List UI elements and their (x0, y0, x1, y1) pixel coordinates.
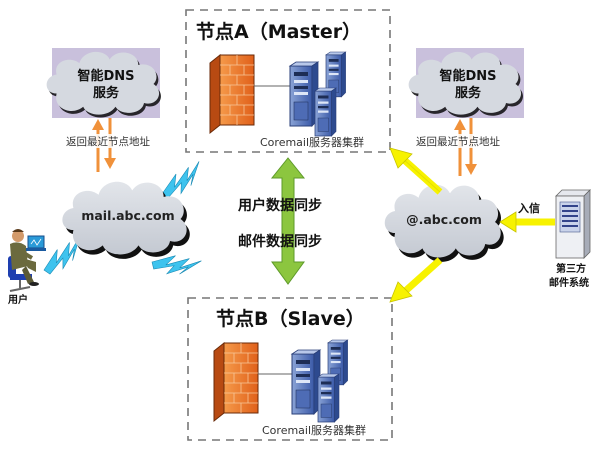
dns-label-line2: 服务 (455, 85, 482, 101)
yellow-arrow-inbound-icon (499, 211, 555, 233)
server-icon (289, 61, 319, 127)
sync-label-mail-data: 邮件数据同步 (238, 233, 322, 250)
node-b-slave: 节点B（Slave） Coremail服务器集群 (187, 297, 393, 441)
dns-label-line1: 智能DNS (439, 68, 496, 84)
user-person-icon (8, 229, 39, 292)
sync-label-user-data: 用户数据同步 (238, 197, 322, 214)
server-icon (317, 373, 340, 423)
cloud-label: mail.abc.com (81, 208, 174, 223)
cloud-mx-abc-com: @.abc.com (384, 184, 504, 262)
server-icon (291, 349, 321, 415)
firewall-icon (209, 54, 255, 134)
dns-service-left: 智能DNS 服务 返回最近节点地址 (46, 48, 161, 172)
laptop-icon (26, 235, 46, 251)
cloud-label: @.abc.com (406, 212, 482, 227)
yellow-arrow-to-master-icon (389, 147, 443, 195)
yellow-arrow-to-slave-icon (389, 257, 443, 303)
return-address-label: 返回最近节点地址 (66, 135, 150, 148)
inbound-mail-label: 入信 (518, 201, 540, 215)
firewall-icon (213, 342, 259, 422)
dns-label-line1: 智能DNS (77, 68, 134, 84)
node-b-dashed-border (187, 297, 393, 441)
node-a-cluster-label: Coremail服务器集群 (260, 135, 364, 149)
node-a-master: 节点A（Master） Coremail服务器集群 (185, 9, 391, 153)
return-address-label: 返回最近节点地址 (416, 135, 500, 148)
sync-double-arrow-icon (270, 157, 306, 285)
third-party-label-line2: 邮件系统 (549, 276, 589, 289)
node-b-title: 节点B（Slave） (216, 307, 365, 330)
tower-server-icon (555, 189, 591, 259)
third-party-mail-system: 第三方 邮件系统 (549, 189, 591, 289)
user-at-computer: 用户 (7, 229, 46, 306)
node-a-title: 节点A（Master） (196, 20, 361, 43)
node-b-cluster-label: Coremail服务器集群 (262, 423, 366, 437)
dns-service-right: 智能DNS 服务 返回最近节点地址 (408, 48, 524, 176)
node-a-dashed-border (185, 9, 391, 153)
dns-label-line2: 服务 (93, 85, 120, 101)
user-label: 用户 (7, 293, 28, 306)
third-party-label-line1: 第三方 (556, 262, 586, 275)
server-icon (314, 87, 337, 137)
cloud-mail-abc-com: mail.abc.com (62, 181, 190, 259)
